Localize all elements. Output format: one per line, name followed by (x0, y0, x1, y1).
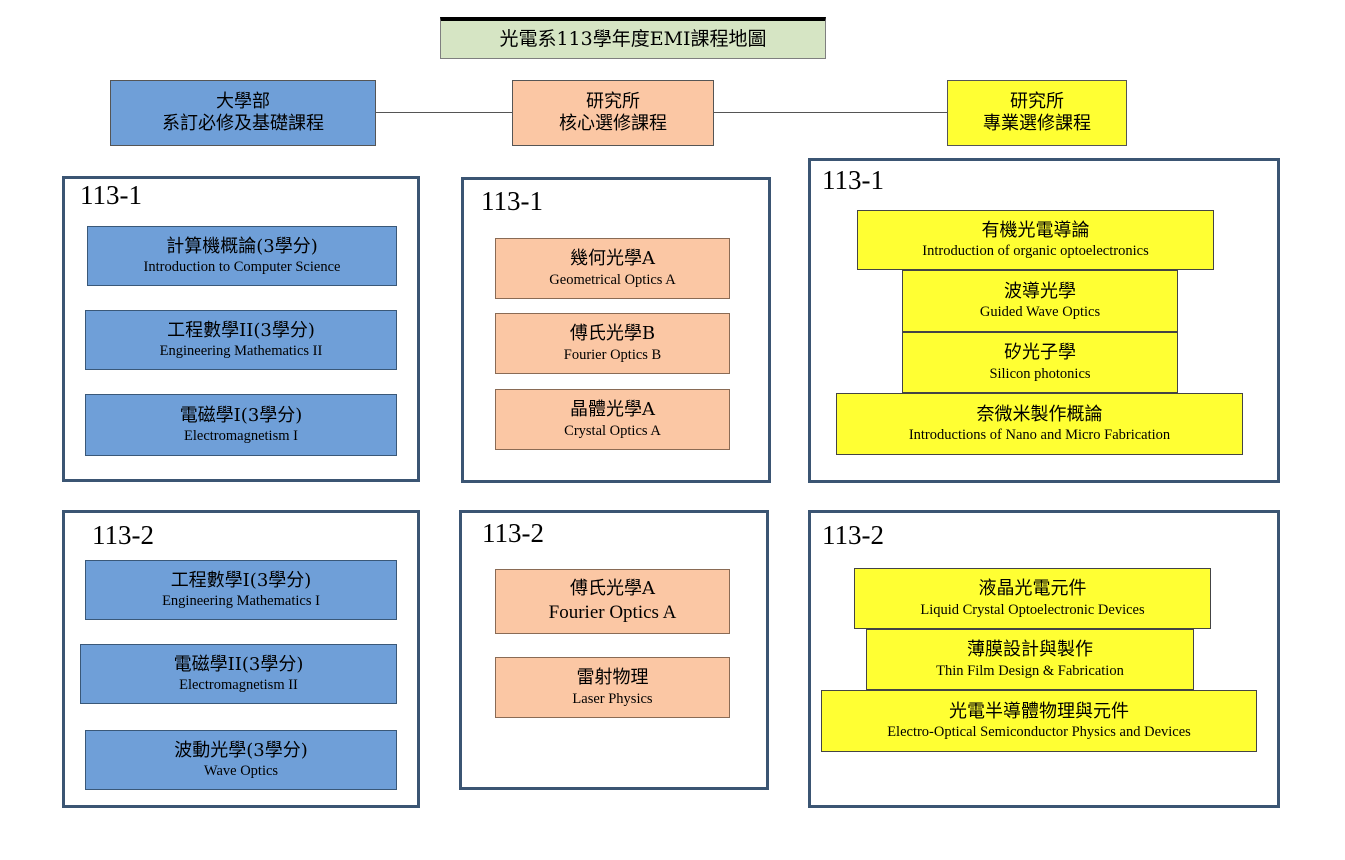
header-undergrad-line1: 大學部 (216, 90, 270, 112)
semester-label: 113-2 (92, 520, 154, 550)
course-zh: 奈微米製作概論 (976, 403, 1103, 425)
course-en: Thin Film Design & Fabrication (936, 662, 1124, 679)
course-zh: 電磁學II(3學分) (173, 653, 304, 675)
course-box: 傅氏光學A Fourier Optics A (495, 569, 730, 634)
header-grad-special-line2: 專業選修課程 (983, 113, 1091, 134)
course-box: 波動光學(3學分) Wave Optics (85, 730, 397, 790)
course-en: Crystal Optics A (564, 422, 661, 439)
semester-label: 113-1 (822, 165, 884, 195)
course-en: Laser Physics (572, 690, 653, 707)
diagram-title-text: 光電系113學年度EMI課程地圖 (499, 27, 767, 50)
course-box: 液晶光電元件 Liquid Crystal Optoelectronic Dev… (854, 568, 1211, 629)
course-zh: 工程數學I(3學分) (170, 569, 312, 591)
course-en: Geometrical Optics A (549, 271, 676, 288)
course-en: Engineering Mathematics I (162, 593, 320, 610)
course-en: Introduction to Computer Science (143, 259, 341, 276)
course-box: 工程數學I(3學分) Engineering Mathematics I (85, 560, 397, 620)
course-box: 雷射物理 Laser Physics (495, 657, 730, 718)
course-en: Fourier Optics B (563, 346, 662, 363)
course-box: 有機光電導論 Introduction of organic optoelect… (857, 210, 1214, 270)
connector-undergrad-to-core (375, 112, 512, 113)
course-box: 奈微米製作概論 Introductions of Nano and Micro … (836, 393, 1243, 455)
course-box: 傅氏光學B Fourier Optics B (495, 313, 730, 374)
header-grad-core-line1: 研究所 (586, 90, 640, 112)
diagram-title: 光電系113學年度EMI課程地圖 (440, 17, 826, 59)
course-zh: 液晶光電元件 (978, 578, 1087, 600)
connector-core-to-special (714, 112, 948, 113)
course-en: Electromagnetism I (184, 428, 298, 445)
course-box: 矽光子學 Silicon photonics (902, 332, 1178, 393)
course-box: 電磁學I(3學分) Electromagnetism I (85, 394, 397, 456)
course-zh: 雷射物理 (576, 667, 649, 689)
course-box: 晶體光學A Crystal Optics A (495, 389, 730, 450)
panel-grad-core-113-2 (459, 510, 769, 790)
course-box: 幾何光學A Geometrical Optics A (495, 238, 730, 299)
course-en: Engineering Mathematics II (159, 343, 323, 360)
course-box: 計算機概論(3學分) Introduction to Computer Scie… (87, 226, 397, 286)
course-en: Silicon photonics (989, 365, 1091, 382)
course-box: 光電半導體物理與元件 Electro-Optical Semiconductor… (821, 690, 1257, 752)
semester-label: 113-1 (80, 180, 142, 210)
course-zh: 矽光子學 (1004, 342, 1076, 364)
course-zh: 傅氏光學B (569, 323, 656, 345)
course-zh: 幾何光學A (570, 248, 655, 270)
course-en: Introduction of organic optoelectronics (922, 243, 1149, 260)
course-zh: 計算機概論(3學分) (166, 235, 318, 257)
course-zh: 有機光電導論 (981, 219, 1090, 241)
course-zh: 波動光學(3學分) (174, 739, 308, 761)
course-box: 工程數學II(3學分) Engineering Mathematics II (85, 310, 397, 370)
course-box: 薄膜設計與製作 Thin Film Design & Fabrication (866, 629, 1194, 690)
course-box: 波導光學 Guided Wave Optics (902, 270, 1178, 332)
course-zh: 薄膜設計與製作 (967, 639, 1093, 661)
course-en: Electro-Optical Semiconductor Physics an… (887, 724, 1191, 741)
course-en: Liquid Crystal Optoelectronic Devices (920, 601, 1145, 618)
course-zh: 電磁學I(3學分) (179, 404, 303, 426)
course-en: Electromagnetism II (179, 677, 298, 694)
header-undergrad-line2: 系訂必修及基礎課程 (162, 113, 324, 134)
course-zh: 光電半導體物理與元件 (949, 700, 1129, 722)
semester-label: 113-1 (481, 186, 543, 216)
semester-label: 113-2 (822, 520, 884, 550)
header-grad-core: 研究所 核心選修課程 (512, 80, 714, 146)
course-zh: 工程數學II(3學分) (167, 319, 315, 341)
semester-label: 113-2 (482, 518, 544, 548)
header-undergrad: 大學部 系訂必修及基礎課程 (110, 80, 376, 146)
course-zh: 波導光學 (1004, 280, 1076, 302)
course-box: 電磁學II(3學分) Electromagnetism II (80, 644, 397, 704)
header-grad-special-line1: 研究所 (1010, 90, 1064, 112)
course-zh: 傅氏光學A (570, 578, 655, 600)
course-en: Fourier Optics A (548, 601, 677, 623)
course-en: Guided Wave Optics (979, 304, 1101, 321)
header-grad-special: 研究所 專業選修課程 (947, 80, 1127, 146)
course-en: Wave Optics (203, 763, 279, 780)
course-zh: 晶體光學A (570, 399, 655, 421)
header-grad-core-line2: 核心選修課程 (559, 113, 667, 134)
course-en: Introductions of Nano and Micro Fabricat… (908, 427, 1171, 444)
